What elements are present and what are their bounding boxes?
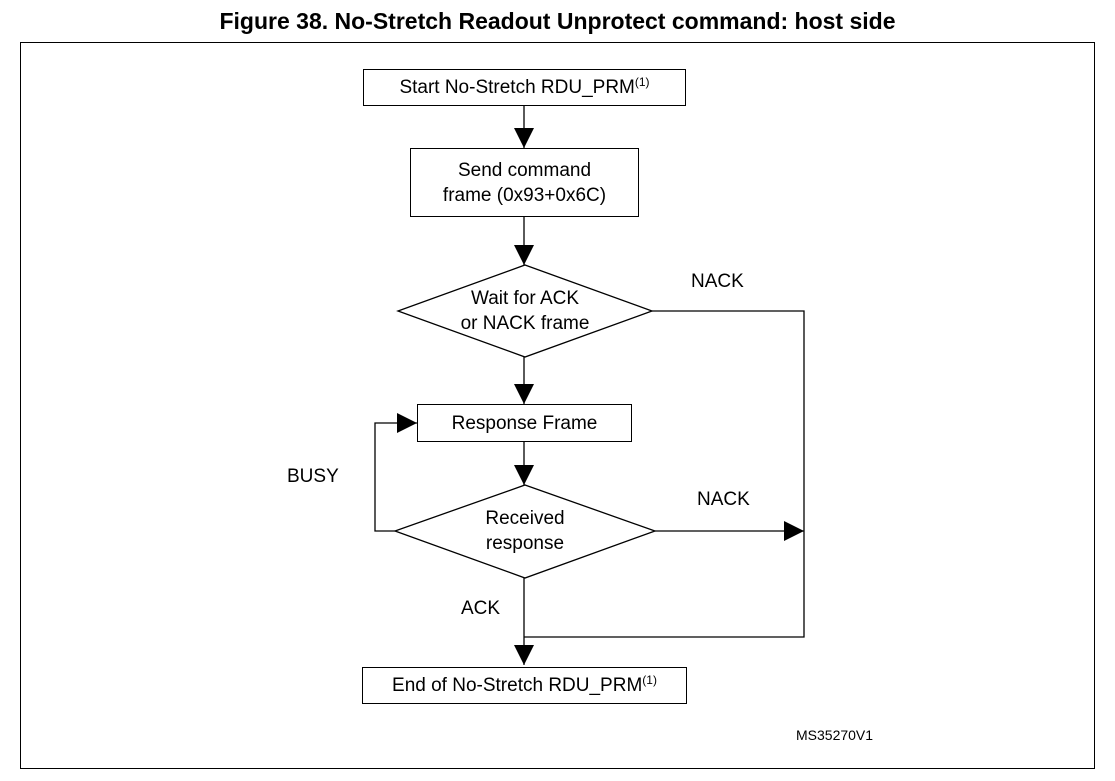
send-command-line1: Send command: [457, 159, 592, 181]
send-command-node: Send command frame (0x93+0x6C): [410, 148, 639, 217]
response-frame-label: Response Frame: [451, 412, 598, 434]
figure-code: MS35270V1: [796, 727, 874, 743]
arrow-busy-loop: [374, 413, 417, 532]
figure-title: Figure 38. No-Stretch Readout Unprotect …: [219, 8, 896, 34]
response-frame-node: Response Frame: [417, 404, 632, 442]
send-command-line2: frame (0x93+0x6C): [442, 184, 607, 206]
label-nack-received: NACK: [697, 489, 750, 510]
end-node: End of No-Stretch RDU_PRM(1): [362, 667, 687, 704]
wait-ack-text: Wait for ACK or NACK frame: [460, 288, 590, 334]
figure-frame: [20, 42, 1095, 769]
end-label: End of No-Stretch RDU_PRM(1): [392, 673, 657, 696]
start-node: Start No-Stretch RDU_PRM(1): [363, 69, 686, 106]
received-response-text: Received response: [485, 508, 565, 554]
label-nack-wait: NACK: [691, 271, 744, 292]
decision-wait-ack-shape: [396, 264, 654, 358]
start-label: Start No-Stretch RDU_PRM(1): [399, 75, 650, 98]
decision-received-response-shape: [393, 484, 657, 579]
label-ack: ACK: [461, 598, 501, 619]
line-nack-wait: [524, 310, 805, 638]
label-busy: BUSY: [287, 466, 339, 487]
